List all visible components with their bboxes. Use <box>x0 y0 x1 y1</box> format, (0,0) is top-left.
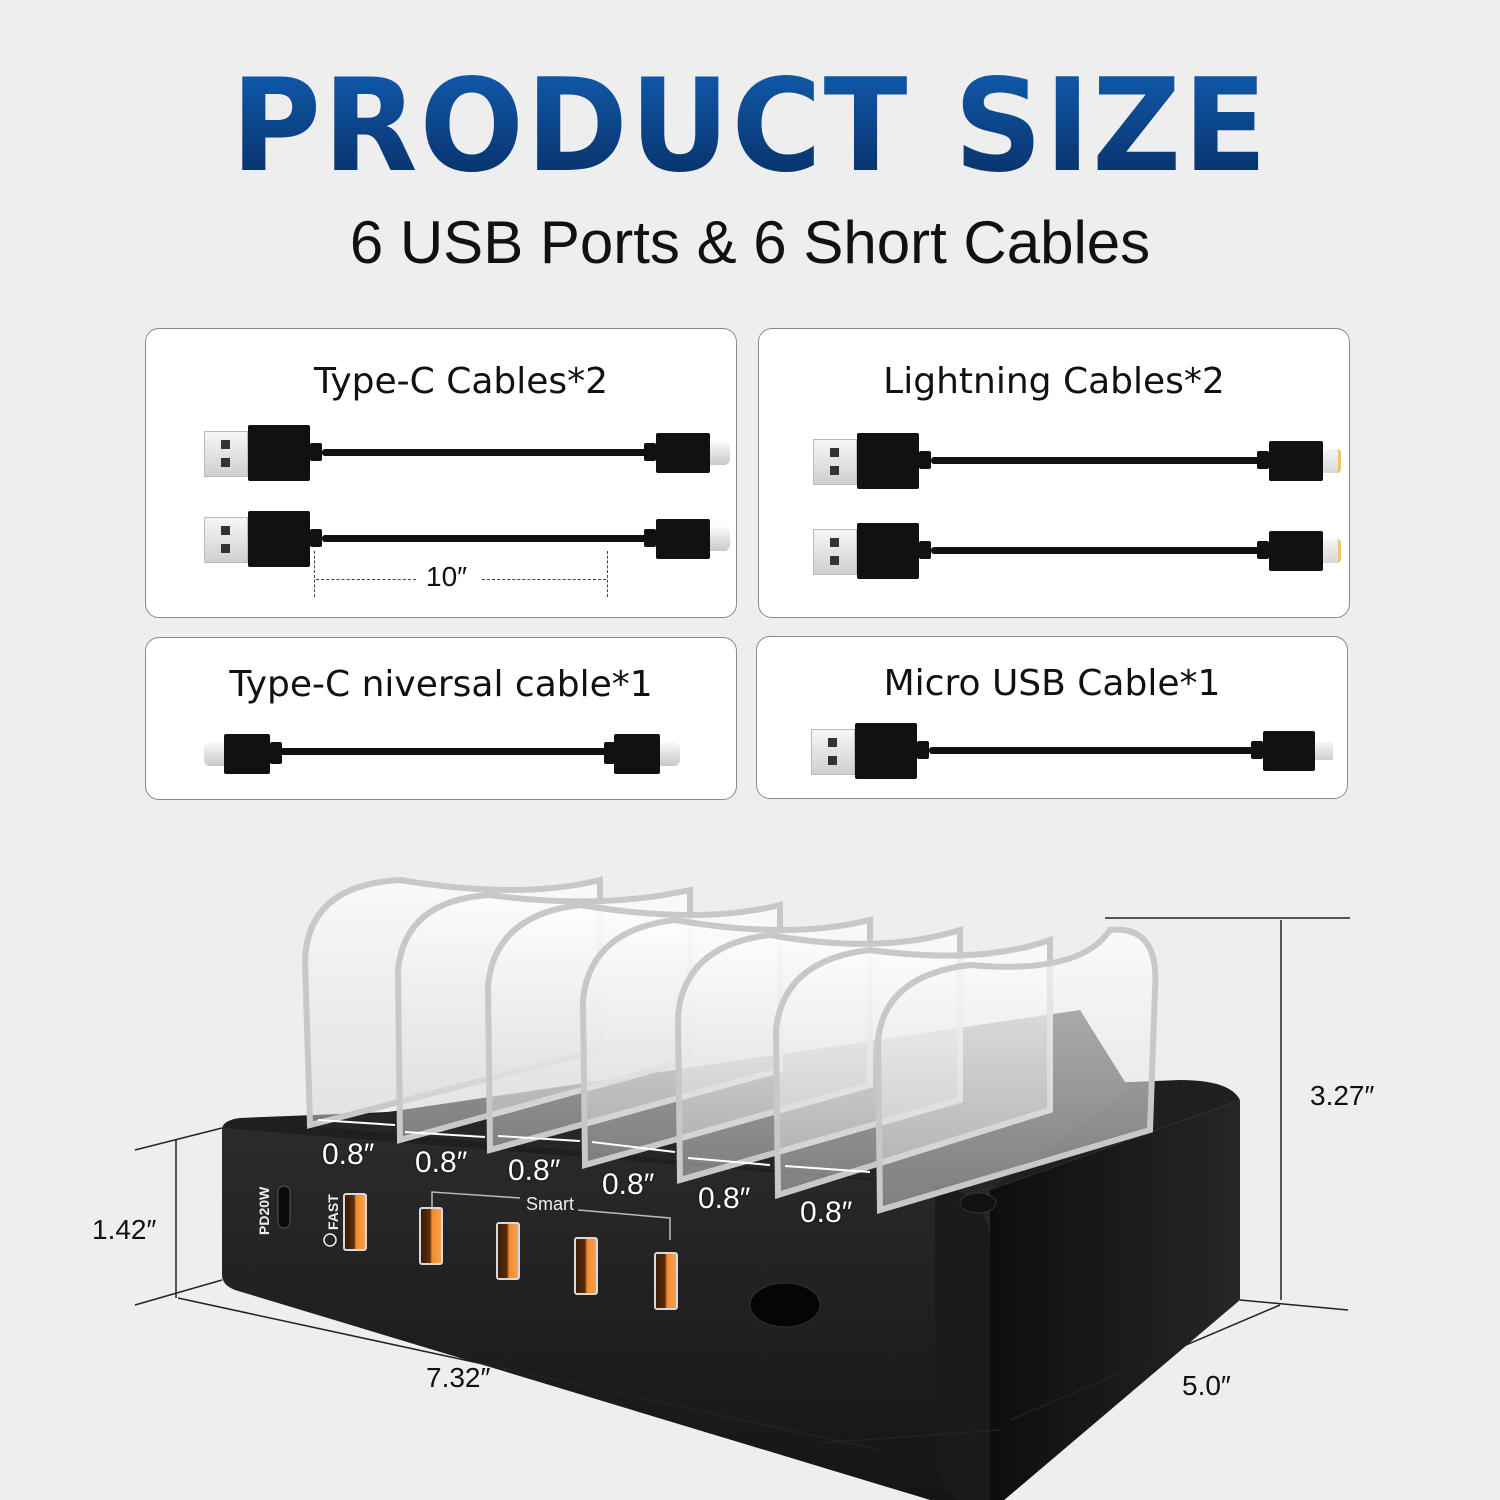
pd20w-label: PD20W <box>256 1186 272 1235</box>
card-title: Type-C Cables*2 <box>313 361 609 402</box>
slot-spacing-label: 0.8″ <box>415 1146 468 1179</box>
card-lightning-cables: Lightning Cables*2 <box>758 328 1350 618</box>
lightning-cable-icon <box>813 429 1341 495</box>
card-title: Micro USB Cable*1 <box>883 663 1221 704</box>
slot-spacing-label: 0.8″ <box>602 1168 655 1201</box>
dimension-guide <box>314 551 315 597</box>
cable-length-label: 10″ <box>426 561 468 592</box>
charging-station-illustration: 0.8″ 0.8″ 0.8″ 0.8″ 0.8″ 0.8″ PD20W FAST… <box>0 840 1500 1500</box>
lightning-cable-icon <box>813 519 1341 585</box>
card-type-c-universal-cable: Type-C niversal cable*1 <box>145 637 737 800</box>
usb-c-to-usb-c-cable-icon <box>204 730 684 796</box>
base-height-dimension: 1.42″ <box>92 1214 157 1245</box>
page-subtitle: 6 USB Ports & 6 Short Cables <box>349 209 1151 276</box>
dimension-guide <box>607 551 608 597</box>
slot-spacing-label: 0.8″ <box>800 1196 853 1229</box>
slot-spacing-label: 0.8″ <box>698 1182 751 1215</box>
usb-c-cable-icon <box>204 507 730 573</box>
usb-port-smart <box>496 1222 520 1280</box>
length-dimension: 7.32″ <box>426 1362 491 1393</box>
micro-usb-cable-icon <box>811 719 1333 785</box>
card-title: Type-C niversal cable*1 <box>229 664 653 705</box>
slot-spacing-label: 0.8″ <box>508 1154 561 1187</box>
slot-spacing-label: 0.8″ <box>322 1138 375 1171</box>
fast-label: FAST <box>325 1194 341 1230</box>
depth-dimension: 5.0″ <box>1182 1370 1231 1401</box>
dimension-line <box>482 579 606 580</box>
total-height-dimension: 3.27″ <box>1310 1080 1375 1111</box>
usb-c-cable-icon <box>204 421 730 487</box>
usb-port-smart <box>419 1207 443 1265</box>
smart-label: Smart <box>526 1194 575 1214</box>
card-micro-usb-cable: Micro USB Cable*1 <box>756 636 1348 799</box>
usb-port-fast <box>343 1193 367 1251</box>
usb-port-smart <box>654 1252 678 1310</box>
usb-port-smart <box>574 1237 598 1295</box>
page-title: PRODUCT SIZE <box>30 52 1470 202</box>
card-type-c-cables: Type-C Cables*2 10″ <box>145 328 737 618</box>
card-title: Lightning Cables*2 <box>883 361 1225 402</box>
charging-station-graphic <box>134 876 1350 1500</box>
dimension-line <box>316 579 416 580</box>
